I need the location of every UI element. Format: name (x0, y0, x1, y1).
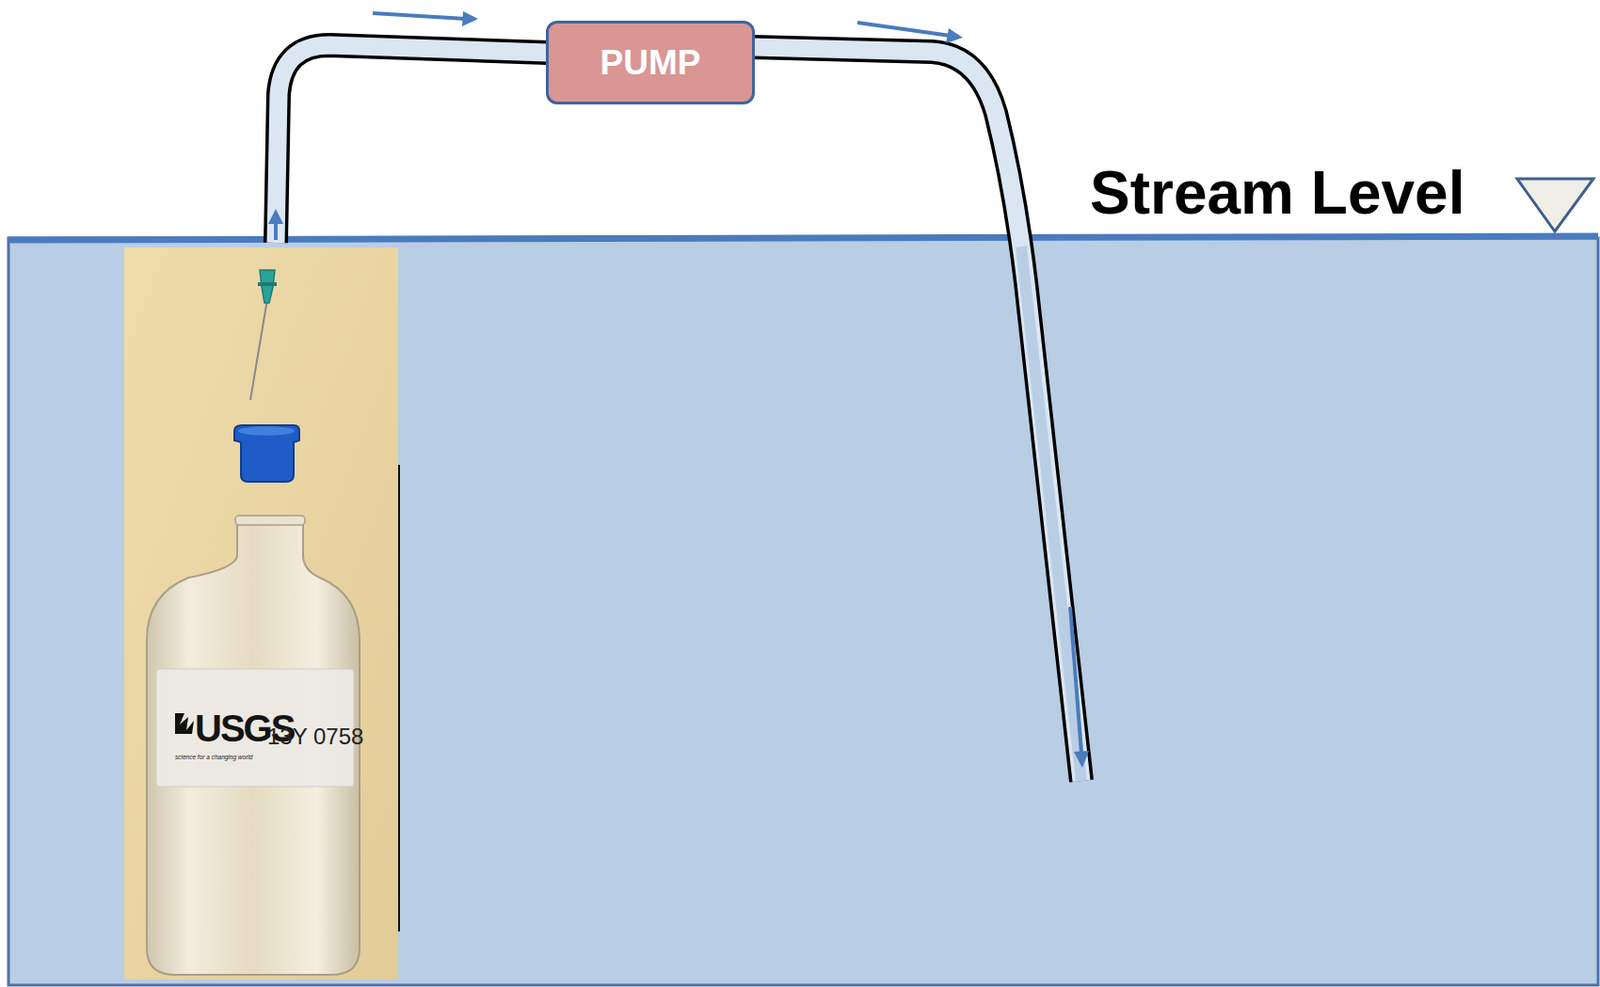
sample-bottle-photo (124, 247, 400, 980)
water-surface (8, 236, 1599, 240)
stream-water (8, 238, 1599, 986)
bottle-id-text: 13Y 0758 (267, 724, 364, 750)
stream-level-label: Stream Level (1089, 160, 1465, 226)
usgs-slogan-text: science for a changing world (175, 753, 253, 761)
level-symbol (1517, 178, 1594, 232)
pump-box: PUMP (545, 20, 755, 105)
node-text: PUMP (600, 43, 702, 83)
submerged-tube (1021, 246, 1082, 782)
